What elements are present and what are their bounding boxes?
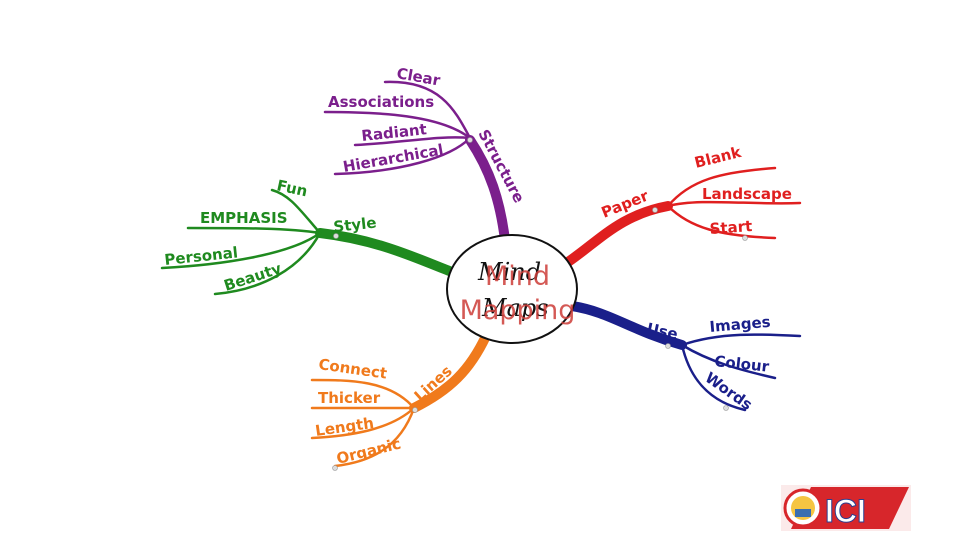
style-item-beauty: Beauty <box>222 259 284 295</box>
style-item-emphasis: EMPHASIS <box>200 209 288 227</box>
branch-style <box>160 188 457 296</box>
style-item-fun: Fun <box>275 176 309 200</box>
use-branch-label: Use <box>645 319 679 343</box>
center-text-line2: Maps <box>481 294 549 322</box>
lines-item-connect: Connect <box>317 355 388 382</box>
center-node <box>446 234 578 344</box>
slide-title: Mind Mapping <box>430 260 605 328</box>
branch-structure <box>323 80 510 245</box>
structure-item-associations: Associations <box>328 93 434 111</box>
center-text-line1: Mind <box>477 258 541 286</box>
use-item-words: Words <box>702 369 756 414</box>
branch-use <box>567 301 802 412</box>
ici-logo-icon: ICI <box>781 485 911 531</box>
logo-text: ICI <box>825 493 866 529</box>
style-item-personal: Personal <box>164 243 239 269</box>
structure-item-clear: Clear <box>395 64 442 89</box>
paper-item-blank: Blank <box>693 143 744 172</box>
slide-title-line2: Mapping <box>459 295 576 326</box>
use-item-colour: Colour <box>714 352 771 376</box>
paper-item-landscape: Landscape <box>702 185 792 203</box>
use-item-images: Images <box>709 313 772 336</box>
lines-item-thicker: Thicker <box>318 389 381 407</box>
paper-item-start: Start <box>709 217 753 238</box>
style-branch-label: Style <box>333 214 378 236</box>
lines-item-organic: Organic <box>335 435 403 468</box>
slide-title-line1: Mind <box>484 261 551 292</box>
branch-lines <box>310 331 491 468</box>
structure-item-radiant: Radiant <box>361 120 428 145</box>
